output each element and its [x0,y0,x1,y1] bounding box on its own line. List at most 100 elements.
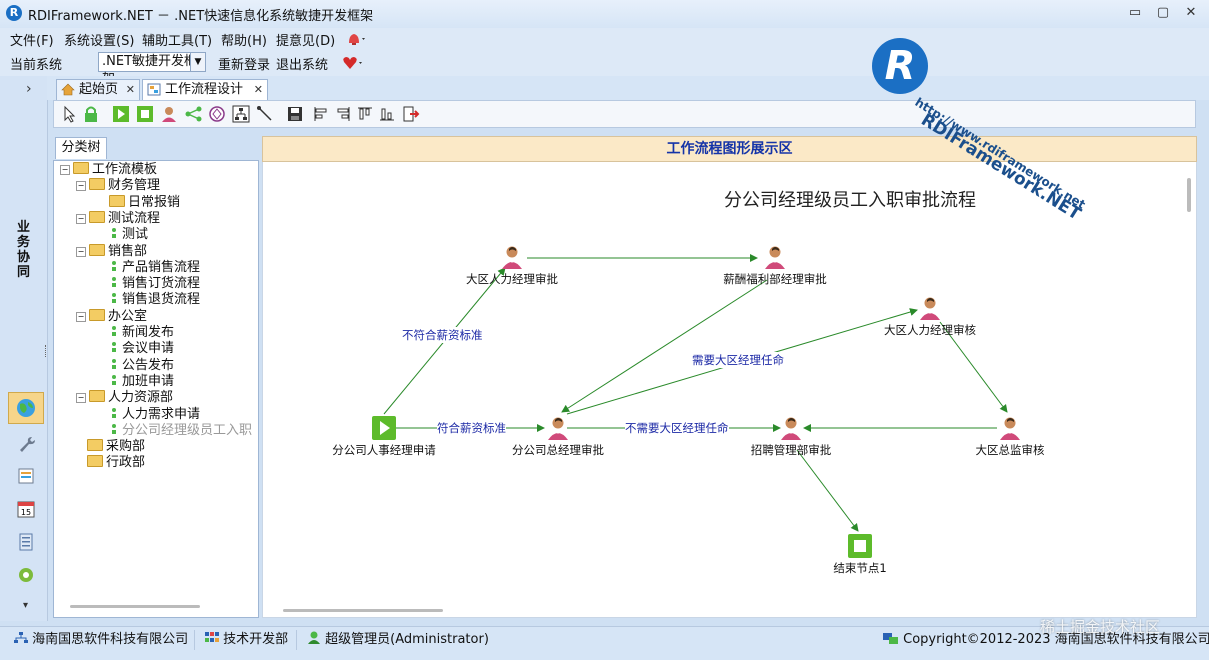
align-right-icon[interactable] [334,105,352,123]
tree-node[interactable]: 会议申请 [98,341,174,357]
gear-icon[interactable] [16,565,36,585]
tree-node[interactable]: −办公室 [76,308,147,325]
collapse-toggle-icon[interactable]: − [76,213,86,224]
align-bottom-icon[interactable] [378,105,396,123]
tree-node-label: 财务管理 [108,178,161,194]
tab-workflow-design[interactable]: 工作流程设计 ✕ [142,79,268,100]
tree-connector [98,343,106,351]
splitter-grip[interactable] [45,345,49,357]
status-separator [296,630,297,650]
start-node-icon[interactable] [371,415,397,441]
tree-node[interactable]: 采购部 [76,439,145,455]
menu-system-settings[interactable]: 系统设置(S) [64,34,135,49]
close-icon[interactable]: ✕ [253,83,263,96]
branch-tool-icon[interactable] [184,105,202,123]
tree-node[interactable]: 产品销售流程 [98,260,200,276]
menu-tools[interactable]: 辅助工具(T) [142,34,213,49]
restore-button[interactable]: ▢ [1156,5,1170,20]
list-icon[interactable] [16,532,36,552]
user-task-icon[interactable] [545,415,571,441]
wrench-icon[interactable] [16,434,36,454]
user-node-tool-icon[interactable] [160,105,178,123]
align-top-icon[interactable] [356,105,374,123]
connector-line-tool-icon[interactable] [256,105,274,123]
workflow-leaf-icon [109,374,119,386]
exit-designer-icon[interactable] [402,105,420,123]
close-button[interactable]: ✕ [1185,5,1197,20]
form-icon[interactable] [16,466,36,486]
collapse-toggle-icon[interactable]: − [76,311,86,322]
globe-icon [17,399,35,417]
tree-node[interactable]: 加班申请 [98,374,174,390]
collapse-toggle-icon[interactable]: − [60,165,70,175]
workflow-canvas[interactable] [262,136,1197,618]
condition-tool-icon[interactable] [208,105,226,123]
tree-node-label: 会议申请 [122,341,175,357]
menu-feedback[interactable]: 提意见(D) [276,34,336,49]
tree-node[interactable]: 人力需求申请 [98,407,200,423]
logout-link[interactable]: 退出系统 [276,58,329,73]
close-icon[interactable]: ✕ [125,83,135,96]
tab-start-page[interactable]: 起始页 ✕ [56,79,140,100]
tree-node[interactable]: 行政部 [76,455,145,471]
subflow-tool-icon[interactable] [232,105,250,123]
tree-node[interactable]: − 财务管理 [76,178,160,194]
collapse-toggle-icon[interactable]: − [76,181,86,192]
tree-node[interactable]: 日常报销 [98,194,181,211]
relogin-link[interactable]: 重新登录 [218,58,271,73]
tree-node-label: 产品销售流程 [122,259,201,275]
tree-node-label: 采购部 [106,439,146,455]
tree-node[interactable]: 测试 [98,227,148,243]
notification-bell-icon[interactable] [346,31,368,47]
canvas-horizontal-scrollbar[interactable] [283,609,443,612]
menu-file[interactable]: 文件(F) [10,34,54,49]
user-task-icon[interactable] [778,415,804,441]
tab-label: 工作流程设计 [165,82,244,97]
collapse-toggle-icon[interactable]: − [76,246,86,257]
menu-help[interactable]: 帮助(H) [221,34,267,49]
lock-icon[interactable] [82,105,100,123]
workflow-node-label: 分公司人事经理申请 [332,443,436,457]
tree-node[interactable]: −销售部 [76,243,147,260]
user-task-icon[interactable] [499,244,525,270]
tree-node[interactable]: 分公司经理级员工入职 [98,423,252,439]
tree-node[interactable]: −工作流模板 [60,162,157,178]
tree-node[interactable]: 销售退货流程 [98,292,200,308]
tree-node-label: 日常报销 [128,194,181,210]
current-system-select[interactable]: .NET敏捷开发框架 ▼ [98,52,206,87]
current-system-label: 当前系统 [10,58,63,73]
tree-node[interactable]: 销售订货流程 [98,276,200,292]
business-collaboration-label[interactable]: 业务协同 [17,220,31,280]
tree-node-label: 测试流程 [108,210,161,226]
align-left-icon[interactable] [312,105,330,123]
save-icon[interactable] [286,105,304,123]
tree-node[interactable]: − 测试流程 [76,210,161,227]
calendar-icon[interactable]: 15 [16,499,36,519]
tree-connector [98,327,106,335]
collapse-toggle-icon[interactable]: − [76,393,86,404]
end-node-icon[interactable] [847,533,873,559]
tree-node[interactable]: −人力资源部 [76,390,173,406]
home-icon [61,83,75,96]
folder-icon [89,390,105,403]
tree-node[interactable]: 公告发布 [98,358,174,374]
workflow-diagram [383,254,1008,532]
user-task-icon[interactable] [762,244,788,270]
tree-node[interactable]: 新闻发布 [98,325,174,341]
collapse-arrow-icon[interactable]: › [26,81,32,97]
status-copyright: Copyright©2012-2023 海南国思软件科技有限公司 [883,631,1209,649]
scroll-down-arrow-icon[interactable]: ▾ [23,600,29,611]
pointer-tool-icon[interactable] [60,105,78,123]
heart-icon[interactable] [342,55,366,71]
canvas-vertical-scrollbar[interactable] [1187,178,1191,212]
user-task-icon[interactable] [917,295,943,321]
end-node-tool-icon[interactable] [136,105,154,123]
tree-horizontal-scrollbar[interactable] [70,605,200,608]
department-grid-icon [205,632,219,642]
category-tree-tab[interactable]: 分类树 [55,137,107,159]
minimize-button[interactable]: ▭ [1128,5,1142,20]
nav-module-selected[interactable] [8,392,44,424]
user-task-icon[interactable] [997,415,1023,441]
start-node-tool-icon[interactable] [112,105,130,123]
status-bar [0,626,1209,660]
